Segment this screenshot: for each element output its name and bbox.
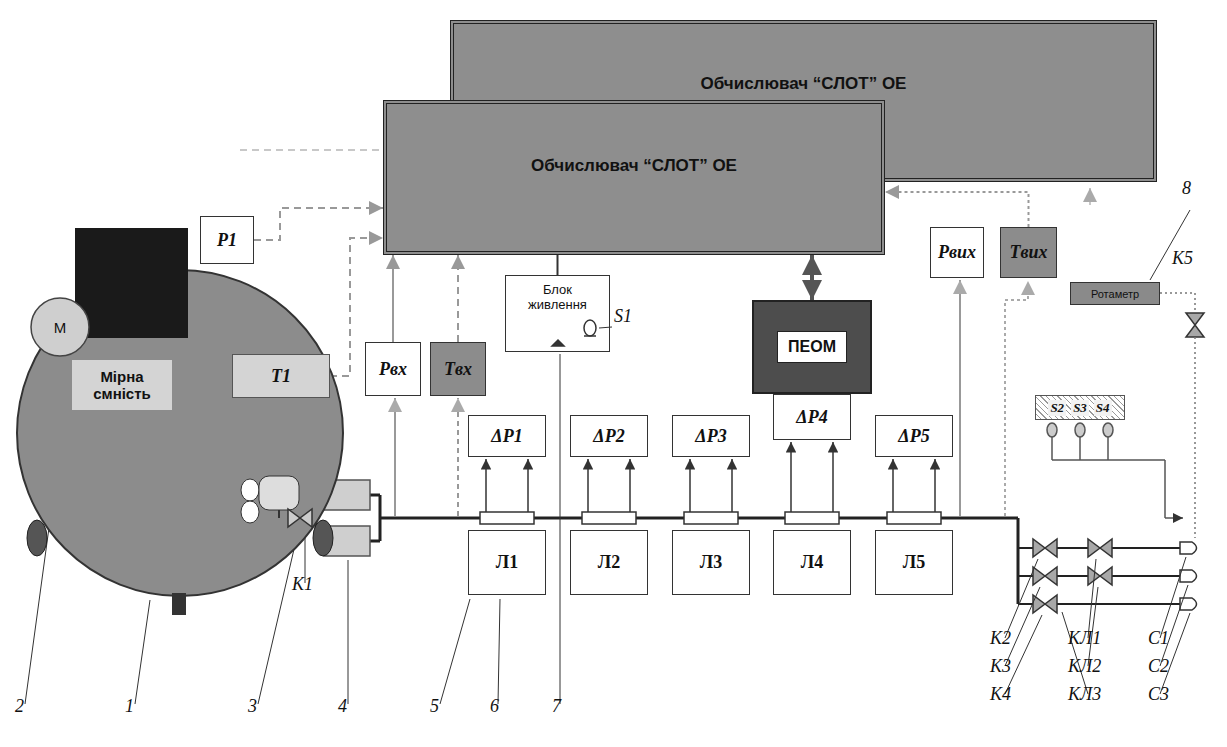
- node-label: Tвх: [444, 359, 472, 380]
- node-label: Л5: [903, 552, 925, 573]
- node-label: М: [54, 319, 67, 336]
- valves: [1033, 313, 1204, 613]
- callout-label: 2: [15, 696, 24, 717]
- line-section: Л4: [773, 530, 851, 595]
- node-label: Л4: [801, 552, 823, 573]
- pressure-sensor: Pвх: [365, 342, 421, 396]
- tank-leg: [313, 520, 333, 556]
- callout-label: КЛ1: [1068, 628, 1101, 649]
- node-label: ΔP2: [593, 426, 624, 447]
- dp-sensor: ΔP2: [570, 415, 648, 457]
- node-label: Мірна смність: [72, 360, 172, 410]
- line-section: Л3: [672, 530, 750, 595]
- computer-box: Обчислювач “СЛОТ” ОЕ: [383, 100, 885, 255]
- node-label: ПЕОМ: [777, 331, 847, 363]
- callout-label: 6: [490, 696, 499, 717]
- node-label: Ротаметр: [1091, 288, 1139, 300]
- node-label: Обчислювач “СЛОТ” ОЕ: [701, 74, 907, 94]
- node-label: Л1: [496, 552, 518, 573]
- callout-label: 4: [338, 696, 347, 717]
- node-label: Блок живлення: [512, 282, 603, 312]
- node-label: S4: [1094, 400, 1112, 416]
- temperature-sensor: Tвх: [430, 342, 486, 396]
- line-section: Л2: [570, 530, 648, 595]
- node-label: ΔP3: [695, 426, 726, 447]
- dp-sensor: ΔP5: [875, 415, 953, 457]
- dp-sensor: ΔP3: [672, 415, 750, 457]
- line-section: Л5: [875, 530, 953, 595]
- switch-panel: S2 S3 S4: [1035, 395, 1125, 420]
- signal-connector: [254, 208, 383, 240]
- drive-block: [75, 228, 188, 338]
- node-label: ΔP5: [898, 426, 929, 447]
- node-label: T1: [271, 366, 291, 387]
- callout-label: K4: [990, 684, 1011, 705]
- callout-label: 7: [552, 696, 561, 717]
- node-label: P1: [217, 230, 237, 251]
- callout-label: K2: [990, 628, 1011, 649]
- motor-outline: [31, 298, 89, 356]
- switch-s1: [552, 320, 596, 346]
- valve-symbol: [288, 509, 312, 527]
- signal-connector: [810, 255, 814, 300]
- rotameter-box: Ротаметр: [1070, 282, 1160, 305]
- dp-sensor: ΔP1: [468, 415, 546, 457]
- power-unit: Блок живлення: [505, 275, 610, 352]
- callout-label: КЛ2: [1068, 656, 1101, 677]
- signal-connector: [457, 255, 459, 342]
- drain-pipe: [172, 593, 186, 615]
- node-label: ΔP4: [796, 407, 827, 428]
- callout-label: 8: [1182, 178, 1191, 199]
- gauge-glass: [241, 501, 259, 523]
- line-section: Л1: [468, 530, 546, 595]
- tank-leg: [27, 520, 47, 556]
- callout-label: 1: [125, 696, 134, 717]
- valve-drive: [259, 476, 299, 510]
- temperature-sensor: Tвих: [1000, 227, 1057, 278]
- switch-buttons: [1047, 423, 1183, 518]
- node-label: Tвих: [1009, 242, 1047, 263]
- pressure-sensor: P1: [200, 216, 254, 264]
- signal-connector: [557, 255, 559, 275]
- callout-label: S1: [614, 306, 632, 327]
- temperature-sensor: T1: [232, 354, 330, 398]
- signal-connector: [885, 192, 1029, 227]
- callout-label: K1: [292, 574, 313, 595]
- node-label: Л2: [598, 552, 620, 573]
- callout-label: C2: [1148, 656, 1169, 677]
- node-label: ΔP1: [491, 426, 522, 447]
- dp-sensor: ΔP4: [773, 394, 851, 440]
- node-label: Pвх: [379, 359, 407, 380]
- node-label: Л3: [700, 552, 722, 573]
- callout-label: 5: [430, 696, 439, 717]
- callout-label: C3: [1148, 684, 1169, 705]
- callout-label: 3: [248, 696, 257, 717]
- sensor-taps: [395, 280, 1028, 516]
- gauge-glass: [241, 479, 259, 501]
- computer-pc: ПЕОМ: [752, 300, 872, 394]
- node-label: S2: [1048, 400, 1066, 416]
- node-label: S3: [1071, 400, 1089, 416]
- pipeline: [312, 495, 1180, 604]
- callout-label: K3: [990, 656, 1011, 677]
- motor-circle: М: [30, 297, 90, 357]
- callout-label: C1: [1148, 628, 1169, 649]
- flow-sections: [480, 512, 941, 524]
- callout-label: K5: [1172, 248, 1193, 269]
- signal-connector: [392, 255, 394, 342]
- pressure-sensor: Pвих: [930, 227, 984, 278]
- node-label: Обчислювач “СЛОТ” ОЕ: [531, 156, 737, 176]
- node-label: Pвих: [938, 242, 976, 263]
- callout-label: КЛ3: [1068, 684, 1101, 705]
